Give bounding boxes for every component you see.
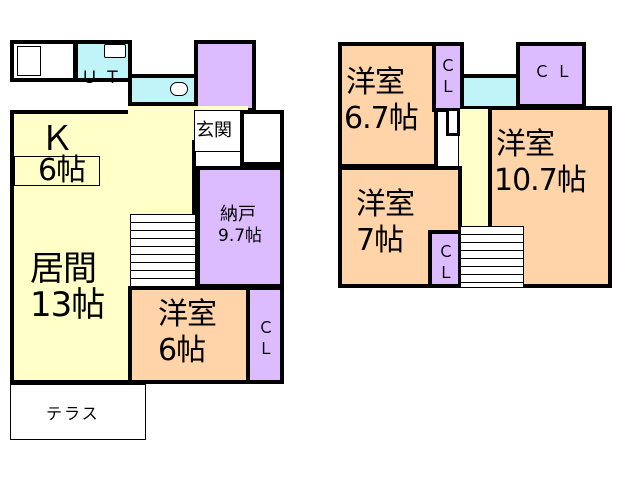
western-6-7-label: 洋室 xyxy=(346,65,405,100)
entrance-label: 玄関 xyxy=(196,120,232,141)
living-label: 居間 xyxy=(30,249,97,289)
closet-b xyxy=(516,42,586,108)
storage-size: 9.7帖 xyxy=(218,226,263,246)
porch xyxy=(240,110,284,166)
bathtub-icon xyxy=(17,46,41,76)
toilet-icon xyxy=(170,82,188,96)
counter xyxy=(14,156,100,186)
sink-2 xyxy=(446,108,460,136)
closet-b-label: ＣＬ xyxy=(534,62,579,81)
kitchen-size: 6帖 xyxy=(38,153,86,188)
western-10-7-size: 10.7帖 xyxy=(494,163,587,198)
terrace xyxy=(10,384,146,440)
closet-1 xyxy=(246,286,284,384)
storage-upper xyxy=(194,40,256,112)
stairs-floor2 xyxy=(460,226,524,288)
utility-label: ＵＴ xyxy=(81,68,127,88)
western-10-7-label: 洋室 xyxy=(496,127,555,162)
living-size: 13帖 xyxy=(30,285,105,325)
western-room-6-7 xyxy=(338,42,438,168)
western-6-7-size: 6.7帖 xyxy=(344,101,419,136)
terrace-label: テラス xyxy=(46,404,100,423)
sink-icon xyxy=(104,44,126,58)
western-7-size: 7帖 xyxy=(356,223,404,258)
western-room-10-7 xyxy=(488,106,612,288)
utility-room xyxy=(74,40,132,82)
toilet-2 xyxy=(460,74,524,110)
stairs-floor1 xyxy=(130,214,196,290)
western-6-label: 洋室 xyxy=(158,297,217,332)
closet-c-label: Ｃ Ｌ xyxy=(438,242,455,282)
closet-a xyxy=(432,42,464,112)
storage-label: 納戸 xyxy=(220,204,256,225)
closet-1-label: Ｃ Ｌ xyxy=(258,318,275,358)
western-7-label: 洋室 xyxy=(356,187,415,222)
kitchen-label: Ｋ xyxy=(40,119,74,159)
closet-a-label: Ｃ Ｌ xyxy=(440,56,457,96)
western-6-size: 6帖 xyxy=(158,333,206,368)
